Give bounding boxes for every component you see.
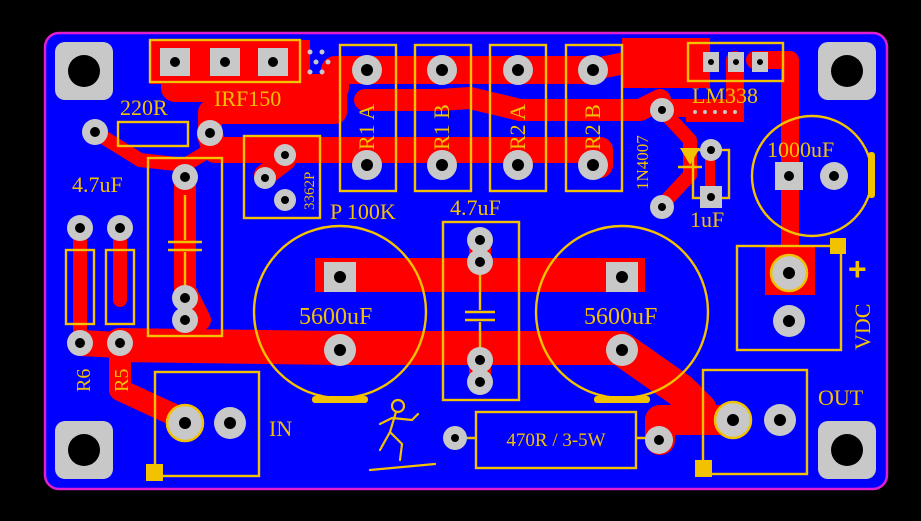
pad-r5-top — [107, 215, 133, 241]
label-out: OUT — [818, 385, 864, 410]
pad-lm-2 — [728, 52, 744, 72]
pad-220r-1 — [82, 119, 108, 145]
pad-47m-4 — [467, 369, 493, 395]
pad-1000-pos — [775, 162, 803, 190]
pad-47l-2 — [172, 285, 198, 311]
label-r2a: R2 A — [505, 104, 530, 150]
pad-5600r-neg — [606, 334, 638, 366]
pad-5600r-pos — [606, 262, 638, 292]
pad-1u-2 — [700, 186, 722, 208]
label-1n4007: 1N4007 — [633, 135, 652, 190]
label-lm338: LM338 — [692, 83, 758, 108]
component-labels: 220R IRF150 LM338 R1 A R1 B R2 A R2 B 1N… — [72, 83, 875, 451]
pad-vdc-2 — [773, 305, 805, 337]
pad-in-1 — [165, 403, 205, 443]
pad-out-2 — [764, 404, 796, 436]
label-in: IN — [269, 416, 292, 441]
label-r1a: R1 A — [354, 104, 379, 150]
surfer-logo — [368, 398, 437, 472]
pad-r1b-bot — [427, 150, 457, 180]
label-r1b: R1 B — [429, 104, 454, 150]
pad-vdc-1 — [769, 253, 809, 293]
label-r2b: R2 B — [580, 104, 605, 150]
pad-220r-2 — [197, 120, 223, 146]
pad-47m-2 — [467, 249, 493, 275]
label-r6: R6 — [73, 369, 95, 392]
pad-r1a-bot — [352, 150, 382, 180]
pad-470r-2 — [645, 426, 673, 454]
silkscreen — [64, 38, 875, 481]
pad-3362-1 — [274, 144, 296, 166]
pad-r2a-top — [503, 55, 533, 85]
label-1uf: 1uF — [690, 207, 724, 232]
pad-out-1 — [713, 400, 753, 440]
pad-470r-1 — [443, 426, 467, 450]
pad-lm-1 — [703, 52, 719, 72]
label-5600uf-right: 5600uF — [584, 304, 657, 330]
label-220r: 220R — [120, 95, 168, 120]
pad-irf-3 — [258, 48, 288, 76]
label-4-7uf-mid: 4.7uF — [450, 195, 501, 220]
pad-1u-1 — [700, 139, 722, 161]
pad-irf-2 — [210, 48, 240, 76]
label-1000uf: 1000uF — [767, 137, 834, 162]
label-p100k: P 100K — [330, 199, 396, 224]
pad-r1b-top — [427, 55, 457, 85]
label-plus: + — [848, 251, 867, 287]
pad-1000-neg — [820, 162, 848, 190]
pad-3362-2 — [254, 167, 276, 189]
pad-r2a-bot — [503, 150, 533, 180]
pad-47l-3 — [172, 307, 198, 333]
pad-5600l-pos — [324, 262, 356, 292]
pad-irf-1 — [160, 48, 190, 76]
pad-r5-bot — [107, 330, 133, 356]
pads — [67, 48, 848, 454]
pad-diode-bot — [650, 195, 674, 219]
mount-hole-br — [818, 421, 876, 479]
label-irf150: IRF150 — [214, 86, 281, 111]
mount-hole-tr — [818, 42, 876, 100]
pad-r2b-top — [578, 55, 608, 85]
pad-diode-top — [650, 98, 674, 122]
vias-lm — [693, 110, 737, 114]
pad-47l-1 — [172, 164, 198, 190]
mount-hole-bl — [55, 421, 113, 479]
label-vdc: VDC — [850, 304, 875, 350]
pad-47m-1 — [467, 227, 493, 253]
pad-r6-bot — [67, 330, 93, 356]
pad-lm-3 — [752, 52, 768, 72]
label-4-7uf-left: 4.7uF — [72, 172, 123, 197]
pad-r1a-top — [352, 55, 382, 85]
pad-47m-3 — [467, 347, 493, 373]
label-3362p: 3362P — [302, 172, 318, 210]
via-cluster — [307, 49, 331, 75]
pad-in-2 — [214, 407, 246, 439]
label-5600uf-left: 5600uF — [299, 304, 372, 330]
pad-r2b-bot — [578, 150, 608, 180]
pad-3362-3 — [274, 189, 296, 211]
mount-hole-tl — [55, 42, 113, 100]
pad-r6-top — [67, 215, 93, 241]
label-470r: 470R / 3-5W — [506, 430, 605, 451]
label-r5: R5 — [111, 369, 133, 392]
pad-5600l-neg — [324, 334, 356, 366]
mounting-holes — [55, 42, 876, 479]
